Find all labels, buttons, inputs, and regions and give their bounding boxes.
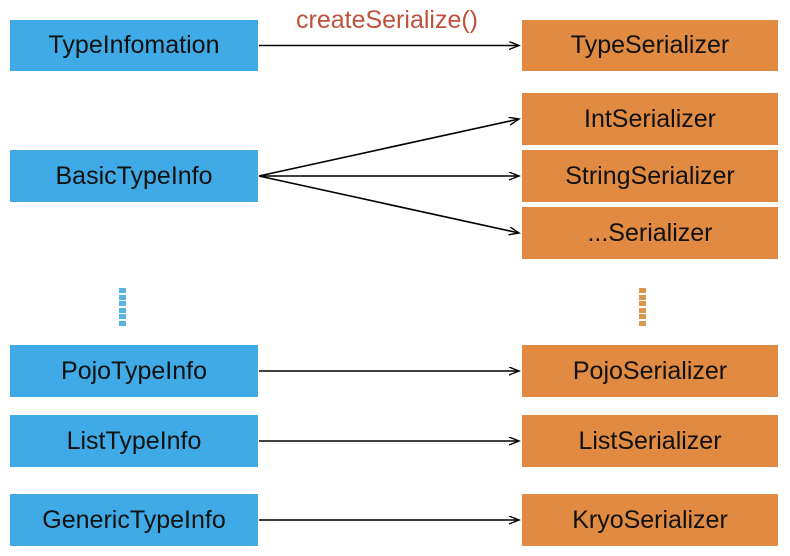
ellipsis-dot [118,294,126,300]
node-typeserializer[interactable]: TypeSerializer [522,20,778,71]
ellipsis-dot [638,301,646,307]
node-listtypeinfo[interactable]: ListTypeInfo [10,415,258,467]
node-typeinfomation[interactable]: TypeInfomation [10,20,258,71]
node-kryoserializer[interactable]: KryoSerializer [522,494,778,546]
node-dots-serializer[interactable]: ...Serializer [522,207,778,259]
node-listserializer[interactable]: ListSerializer [522,415,778,467]
node-stringserializer[interactable]: StringSerializer [522,150,778,202]
arrow-basictypeinfo-to-intserializer [258,119,519,177]
node-basictypeinfo[interactable]: BasicTypeInfo [10,150,258,202]
edge-label-create-serialize: createSerialize() [296,6,479,34]
ellipsis-dot [638,294,646,300]
ellipsis-dot [638,320,646,326]
node-generictypeinfo[interactable]: GenericTypeInfo [10,494,258,546]
ellipsis-dot [118,288,126,293]
vertical-ellipsis-type-info-icon [118,288,126,326]
node-pojoserializer[interactable]: PojoSerializer [522,345,778,397]
vertical-ellipsis-serializer-icon [638,288,646,326]
ellipsis-dot [118,320,126,326]
ellipsis-dot [118,307,126,313]
arrow-basictypeinfo-to-dotsserializer [258,175,519,233]
ellipsis-dot [118,301,126,307]
ellipsis-dot [118,314,126,320]
ellipsis-dot [638,314,646,320]
ellipsis-dot [638,288,646,293]
ellipsis-dot [638,307,646,313]
node-intserializer[interactable]: IntSerializer [522,93,778,145]
node-pojotypeinfo[interactable]: PojoTypeInfo [10,345,258,397]
